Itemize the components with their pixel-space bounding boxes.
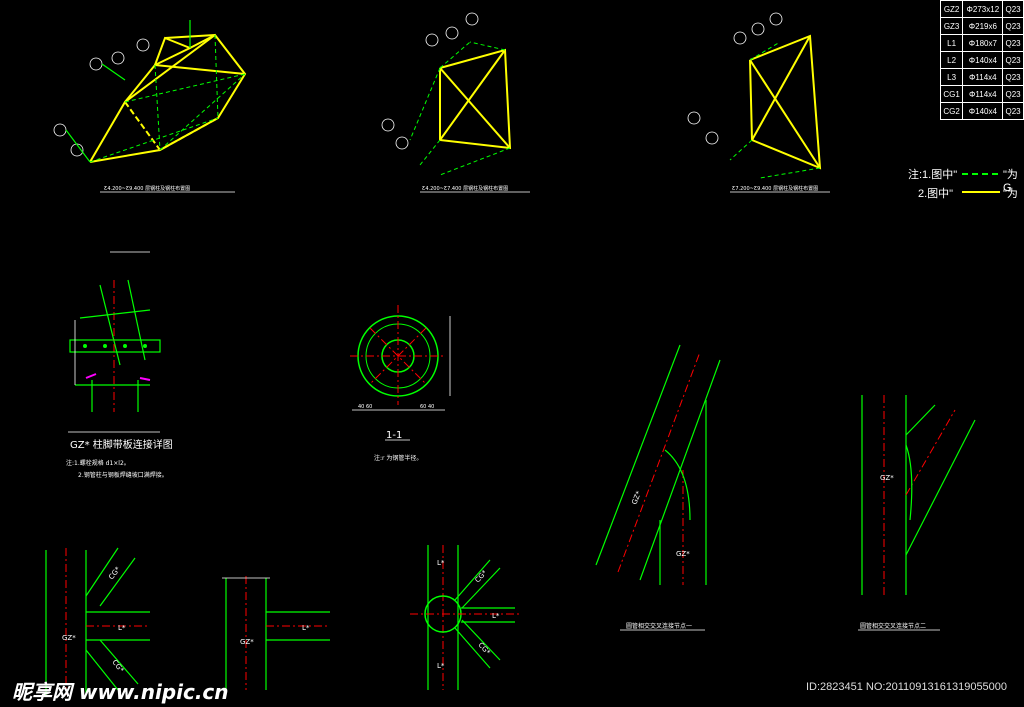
spec-cell-size: Φ140x4	[962, 102, 1004, 120]
spec-cell-code: L1	[939, 34, 964, 52]
spec-cell-code: GZ3	[939, 17, 964, 35]
spec-cell-mat: Q23	[1002, 51, 1024, 69]
joint-c-l-label-right: L*	[492, 612, 500, 620]
spec-cell-size: Φ114x4	[962, 85, 1004, 103]
joint2-gz-label: GZ*	[880, 474, 894, 482]
spec-cell-mat: Q23	[1002, 85, 1024, 103]
svg-text:60 40: 60 40	[420, 404, 434, 410]
iso1-title: Ƹ4.200~Ƹ9.400 层钢柱及钢柱布置图	[104, 185, 190, 192]
legend-line-2-suffix: "为	[1003, 188, 1018, 200]
gz-detail-title: GZ* 柱脚带板连接详图	[70, 438, 173, 451]
spec-cell-size: Φ140x4	[962, 51, 1004, 69]
iso-drawing-1: Ƹ4.200~Ƹ9.400 层钢柱及钢柱布置图	[53, 20, 247, 193]
watermark-id-text: ID:2823451 NO:20110913161319055000	[806, 681, 1008, 693]
joint-a-gz-label: GZ*	[62, 634, 76, 642]
gz-note-2: 2.钢管柱与钢板焊缝坡口满焊接。	[78, 471, 168, 479]
joint-b-gz-label: GZ*	[240, 638, 254, 646]
iso2-title: Ƹ4.200~Ƹ7.400 层钢柱及钢柱布置图	[422, 185, 508, 192]
joint-a-l-label: L*	[118, 624, 126, 632]
joint-detail-2: GZ* 圆管相交交叉连接节点二	[858, 395, 976, 631]
joint1-gz-label-2: GZ*	[676, 550, 690, 558]
spec-cell-size: Φ219x6	[962, 17, 1004, 35]
spec-cell-mat: Q23	[1002, 0, 1024, 18]
bottom-joint-b: GZ* L*	[222, 576, 330, 690]
bottom-joint-c: L* L* L* CG* CG*	[410, 545, 520, 690]
spec-cell-mat: Q23	[1002, 68, 1024, 86]
bottom-joint-a: GZ* L* CG* CG*	[45, 547, 150, 695]
iso-drawing-2: Ƹ4.200~Ƹ7.400 层钢柱及钢柱布置图	[381, 12, 530, 193]
spec-cell-size: Φ114x4	[962, 68, 1004, 86]
spec-cell-code: GZ2	[939, 0, 964, 18]
section-title: 1-1	[386, 430, 402, 441]
legend-line-1-suffix: "为G	[1003, 169, 1018, 194]
legend-line-2-prefix: 2.图中"	[918, 188, 954, 200]
joint-detail-1: GZ* GZ* 圆管相交交叉连接节点一	[595, 344, 721, 631]
legend-line-1-prefix: 注:1.图中"	[908, 169, 958, 181]
spec-cell-code: L2	[939, 51, 964, 69]
spec-cell-mat: Q23	[1002, 102, 1024, 120]
spec-cell-mat: Q23	[1002, 17, 1024, 35]
spec-cell-code: CG2	[939, 102, 964, 120]
gz-base-detail: GZ* 柱脚带板连接详图 注:1.螺栓规格 d1×l2。 2.钢管柱与钢板焊缝坡…	[66, 251, 173, 479]
iso-drawing-3: Ƹ7.200~Ƹ9.400 层钢柱及钢柱布置图	[687, 12, 830, 193]
iso3-title: Ƹ7.200~Ƹ9.400 层钢柱及钢柱布置图	[732, 185, 818, 192]
svg-text:40 60: 40 60	[358, 404, 372, 410]
spec-cell-size: Φ273x12	[962, 0, 1004, 18]
section-note: 注:r 为钢管半径。	[374, 454, 422, 462]
spec-cell-code: CG1	[939, 85, 964, 103]
joint-c-l-label-top: L*	[437, 559, 445, 567]
gz-note-1: 注:1.螺栓规格 d1×l2。	[66, 459, 130, 467]
spec-cell-code: L3	[939, 68, 964, 86]
joint1-title: 圆管相交交叉连接节点一	[626, 622, 692, 630]
section-1-1: 40 60 60 40 1-1 注:r 为钢管半径。	[350, 305, 451, 462]
joint-a-cg-label-2: CG*	[110, 658, 125, 674]
joint-b-l-label: L*	[302, 624, 310, 632]
joint2-title: 圆管相交交叉连接节点二	[860, 622, 926, 630]
spec-cell-size: Φ180x7	[962, 34, 1004, 52]
joint-c-l-label-bottom: L*	[437, 662, 445, 670]
joint1-gz-label: GZ*	[630, 490, 643, 506]
spec-cell-mat: Q23	[1002, 34, 1024, 52]
watermark-logo-text: 昵享网 www.nipic.cn	[12, 680, 229, 704]
